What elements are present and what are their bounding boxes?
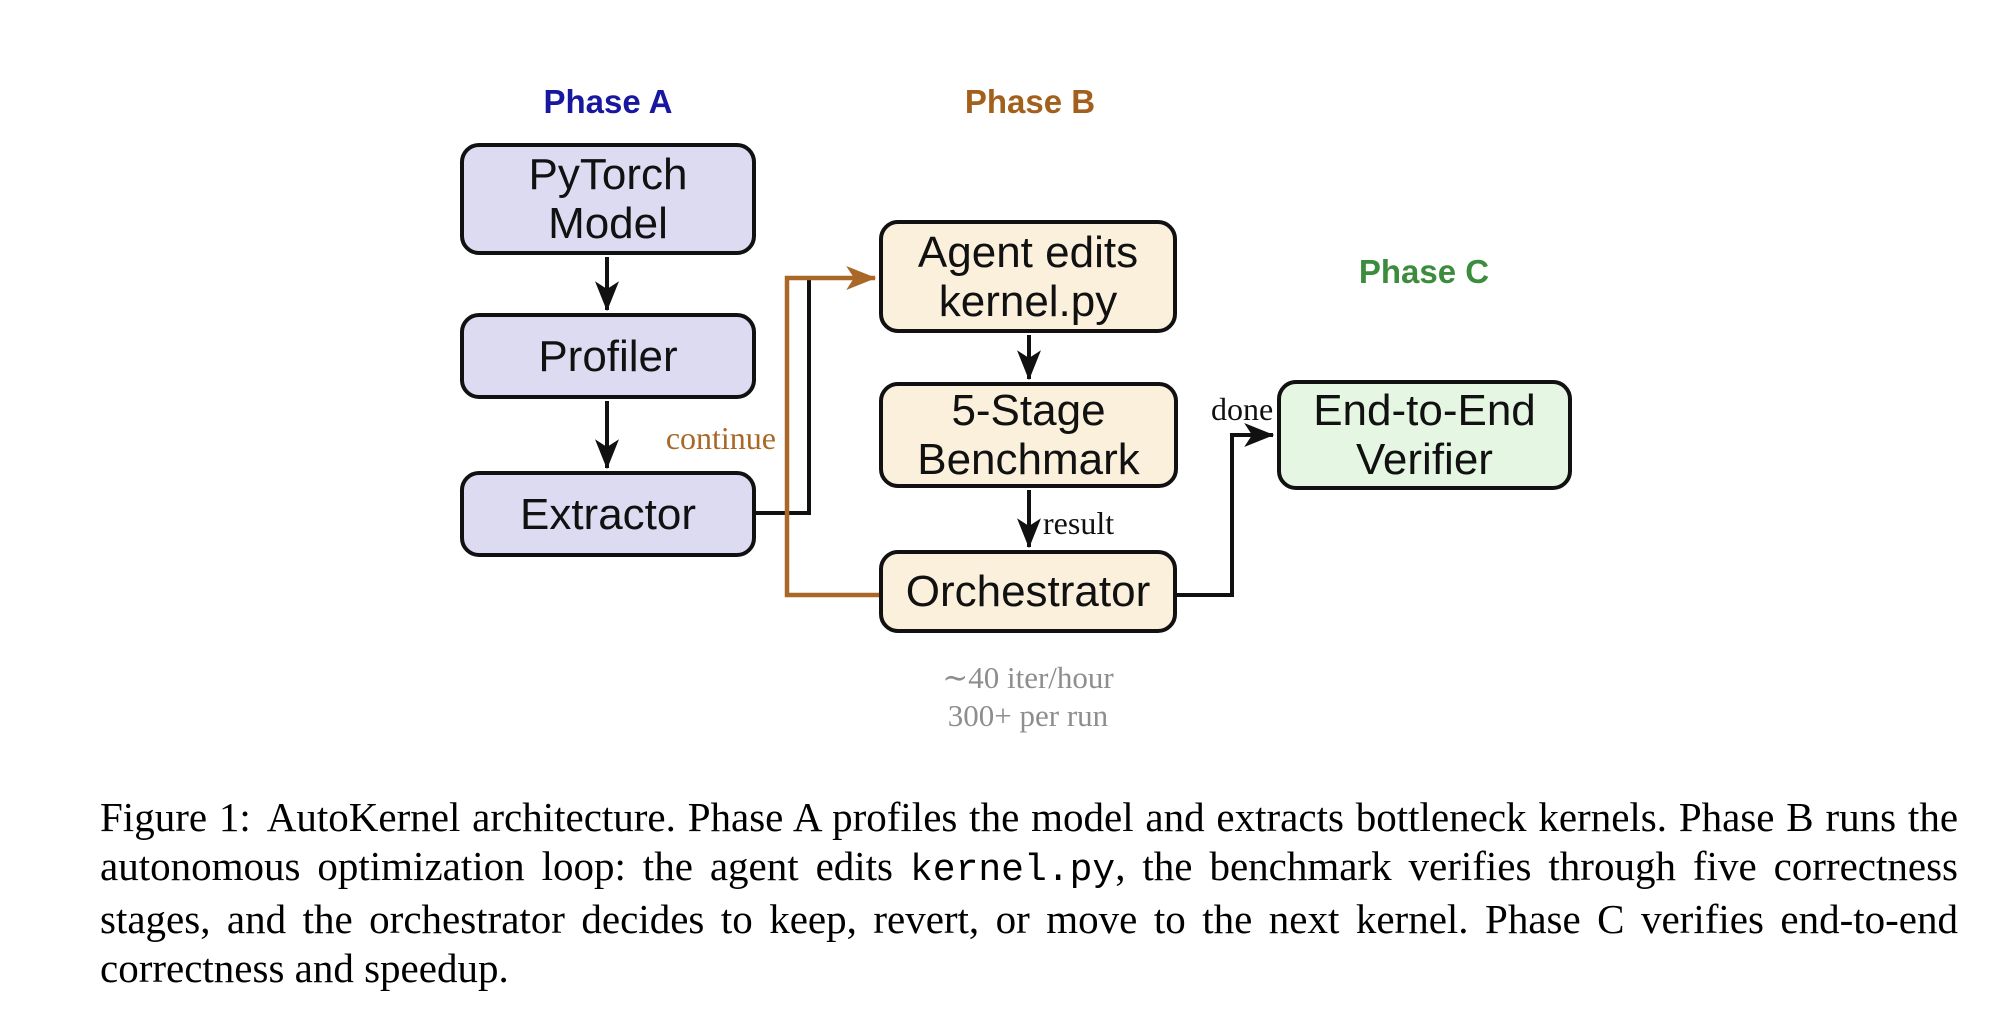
node-profiler: Profiler [460,313,756,399]
throughput-stats: ∼40 iter/hour 300+ per run [878,659,1178,735]
node-end-to-end-verifier: End-to-End Verifier [1277,380,1572,490]
arrow-loop-orchestrator-to-agent [784,266,879,598]
caption-inline-code: kernel.py [909,848,1116,892]
caption-text-before-code: AutoKernel architecture. Phase A profile… [100,794,1959,889]
phase-a-label: Phase A [543,83,673,120]
node-agent-edits-kernel: Agent edits kernel.py [879,220,1177,333]
edge-label-done: done [1211,391,1274,427]
node-5-stage-benchmark: 5-Stage Benchmark [879,382,1178,488]
stat-per-run: 300+ per run [947,698,1109,733]
node-extractor: Extractor [460,471,756,557]
arrow-orchestrator-to-verifier [1177,423,1275,597]
caption-figure-label: Figure 1: [100,794,251,840]
edge-label-continue: continue [665,420,776,456]
stat-iter-rate: ∼40 iter/hour [942,660,1114,695]
line-extractor-to-loop [755,280,811,515]
caption-text-after-code: , the benchmark verifies through five co… [100,842,1958,991]
phase-c-label: Phase C [1358,253,1490,290]
node-orchestrator: Orchestrator [879,550,1177,633]
node-pytorch-model: PyTorch Model [460,143,756,255]
edge-label-result: result [1043,505,1115,541]
phase-b-label: Phase B [964,83,1096,120]
figure-caption: Figure 1:AutoKernel architecture. Phase … [100,793,1958,992]
